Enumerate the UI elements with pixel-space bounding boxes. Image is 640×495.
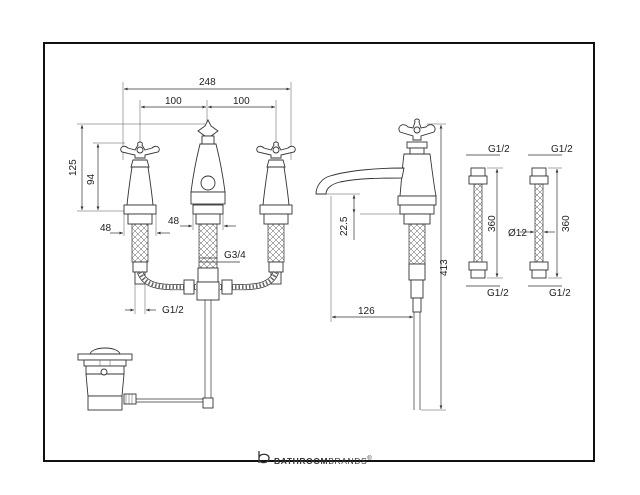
hose2-top-thread: G1/2 bbox=[551, 144, 573, 155]
dim-spacing-right: 100 bbox=[233, 96, 250, 107]
brand-b-icon bbox=[258, 451, 270, 464]
hose1-length: 360 bbox=[487, 215, 498, 232]
dim-height-handle: 94 bbox=[86, 173, 97, 185]
hose2-bottom-thread: G1/2 bbox=[549, 288, 571, 299]
dim-base-left: 48 bbox=[100, 223, 112, 234]
front-view: 248 100 100 125 94 bbox=[68, 77, 296, 409]
dim-spacing-left: 100 bbox=[165, 96, 182, 107]
brand-logo: BATHROOMBRANDS® bbox=[258, 451, 372, 466]
right-tap bbox=[256, 141, 296, 285]
flexi-hose-1: G1/2 360 G1/2 bbox=[466, 144, 510, 299]
pop-up-waste bbox=[77, 347, 203, 411]
center-spout bbox=[190, 118, 226, 409]
dim-height-total: 125 bbox=[68, 159, 79, 176]
dim-base-center: 48 bbox=[168, 216, 180, 227]
brand-name-bold: BATHROOM bbox=[274, 456, 328, 466]
dim-side-spout-height: 22.5 bbox=[339, 216, 350, 236]
hose1-bottom-thread: G1/2 bbox=[487, 288, 509, 299]
connecting-hoses bbox=[137, 270, 279, 295]
dim-side-depth: 126 bbox=[358, 306, 375, 317]
dim-overall-width: 248 bbox=[199, 77, 216, 88]
svg-text:BATHROOMBRANDS®: BATHROOMBRANDS® bbox=[274, 455, 372, 466]
hose2-diameter: Ø12 bbox=[508, 228, 527, 239]
drawing-frame bbox=[43, 42, 595, 462]
left-tap bbox=[120, 141, 160, 285]
hose2-length: 360 bbox=[561, 215, 572, 232]
hose1-top-thread: G1/2 bbox=[488, 144, 510, 155]
brand-name-light: BRANDS bbox=[328, 456, 367, 466]
flexi-hose-2: G1/2 360 Ø12 G1/2 bbox=[508, 144, 573, 299]
dim-thread-center: G3/4 bbox=[224, 250, 246, 261]
dim-thread-bottom: G1/2 bbox=[162, 305, 184, 316]
side-view: 413 22.5 126 bbox=[315, 118, 450, 411]
brand-registered-mark: ® bbox=[367, 455, 372, 462]
dim-side-overall-height: 413 bbox=[439, 259, 450, 276]
